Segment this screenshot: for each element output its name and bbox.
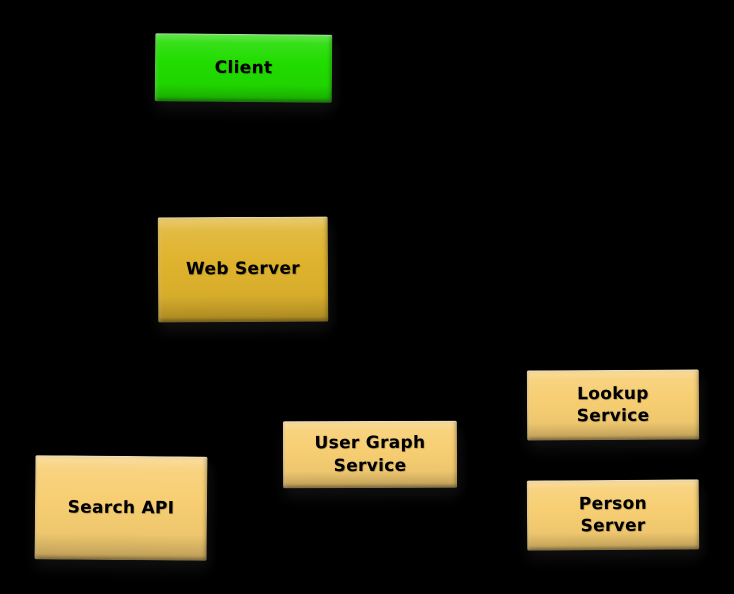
diagram-node-lookup-service: Lookup Service [526, 369, 700, 441]
diagram-node-user-graph-service: User Graph Service [282, 420, 458, 489]
node-lookup-service-label: Lookup Service [576, 383, 650, 427]
diagram-node-search-api: Search API [34, 455, 208, 561]
diagram-node-web-server: Web Server [157, 216, 329, 323]
node-web-server-label: Web Server [185, 258, 301, 280]
node-client-label: Client [214, 57, 273, 79]
diagram-node-person-server: Person Server [526, 479, 700, 551]
node-user-graph-service-label: User Graph Service [314, 432, 426, 476]
diagram-node-client: Client [154, 33, 333, 103]
node-person-server-label: Person Server [578, 493, 648, 537]
node-search-api-label: Search API [67, 497, 175, 519]
